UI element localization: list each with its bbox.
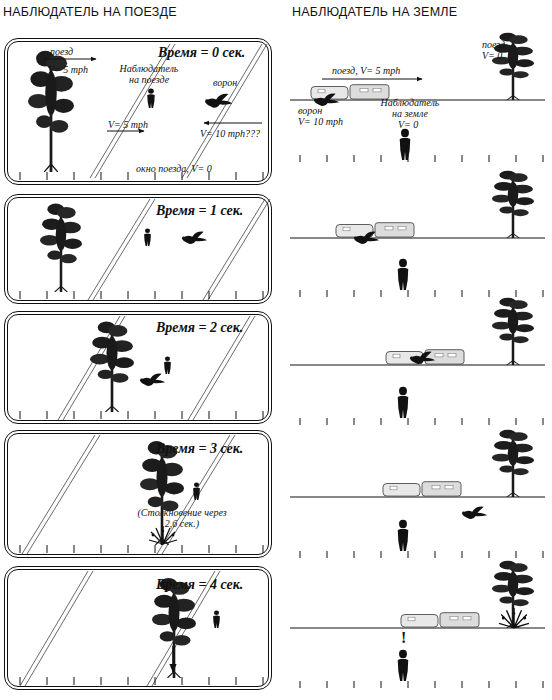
pine-tree [492,561,534,628]
window-label: окно поезда, V= 0 [136,164,212,175]
ground-line [290,100,545,628]
train-label: поезд [50,47,73,58]
window-panel: Время = 0 сек. поезд V= 5 mph Наблюдатель н… [4,38,272,185]
velocity-arrow [204,123,262,124]
tick-marks [300,155,543,688]
pine-tree [90,322,134,412]
train-observer [144,228,151,246]
collision-note: (Столкновение через 2,6 сек.) [130,508,234,529]
train [401,613,479,627]
train [336,223,414,237]
pine-tree [492,430,534,497]
collision-splash [149,526,177,544]
crow [140,374,165,387]
train [383,482,461,496]
ground-observer [398,259,409,290]
crow-label: ворон [298,106,322,117]
tick-marks [20,172,263,685]
crow [354,232,379,245]
window-reflection [20,44,270,686]
velocity-label: V= 5 mph [48,65,88,76]
crow [205,94,232,108]
window-panel: Время = 3 сек. (Столкновение через 2,6 се… [4,430,272,558]
pine-tree [140,441,184,545]
train-observer [213,610,220,628]
ground-observer [400,129,411,160]
tree-label: поезд [482,40,505,51]
train-observer [193,482,200,500]
crow-label: ворон [213,78,237,89]
pine-tree [492,298,534,365]
collision-splash [499,608,529,628]
column-heading: НАБЛЮДАТЕЛЬ НА ПОЕЗДЕ [3,6,177,19]
velocity-arrow [44,59,96,60]
time-label: Время = 1 сек. [156,204,243,219]
train-observer [147,88,155,108]
velocity-label: V= 10 mph??? [200,129,260,140]
train-label: поезд, V= 5 mph [332,66,400,77]
pine-tree [152,578,196,678]
train [311,85,389,99]
ground-observer [398,520,409,551]
window-panel: Время = 4 сек. [4,566,272,690]
crow [314,94,339,107]
exclamation: ! [401,630,406,647]
observer-label: Наблюдатель на земле [380,98,440,119]
fall-arrow [172,646,174,672]
ground-observer [398,387,409,418]
velocity-label: V= 5 mph [108,120,148,131]
train [386,350,464,364]
velocity-label: V= 0 [398,120,418,131]
ground-observer [398,650,409,681]
crow [182,232,207,245]
pine-tree [40,203,82,292]
time-label: Время = 4 сек. [156,578,243,593]
pine-tree [492,171,534,238]
velocity-label: V= 0 [482,51,502,62]
window-panel: Время = 2 сек. [4,311,272,424]
window-panel: Время = 1 сек. [4,194,272,304]
time-label: Время = 2 сек. [156,321,243,336]
observer-label: Наблюдатель на поезде [116,64,182,85]
column-heading: НАБЛЮДАТЕЛЬ НА ЗЕМЛЕ [292,6,457,19]
velocity-label: V= 10 mph [298,117,343,128]
time-label: Время = 0 сек. [158,46,245,61]
time-label: Время = 3 сек. [156,442,243,457]
velocity-arrow [322,79,422,80]
velocity-arrow [107,131,144,132]
crow [410,352,435,365]
train-observer [164,356,171,374]
crow [462,507,487,520]
